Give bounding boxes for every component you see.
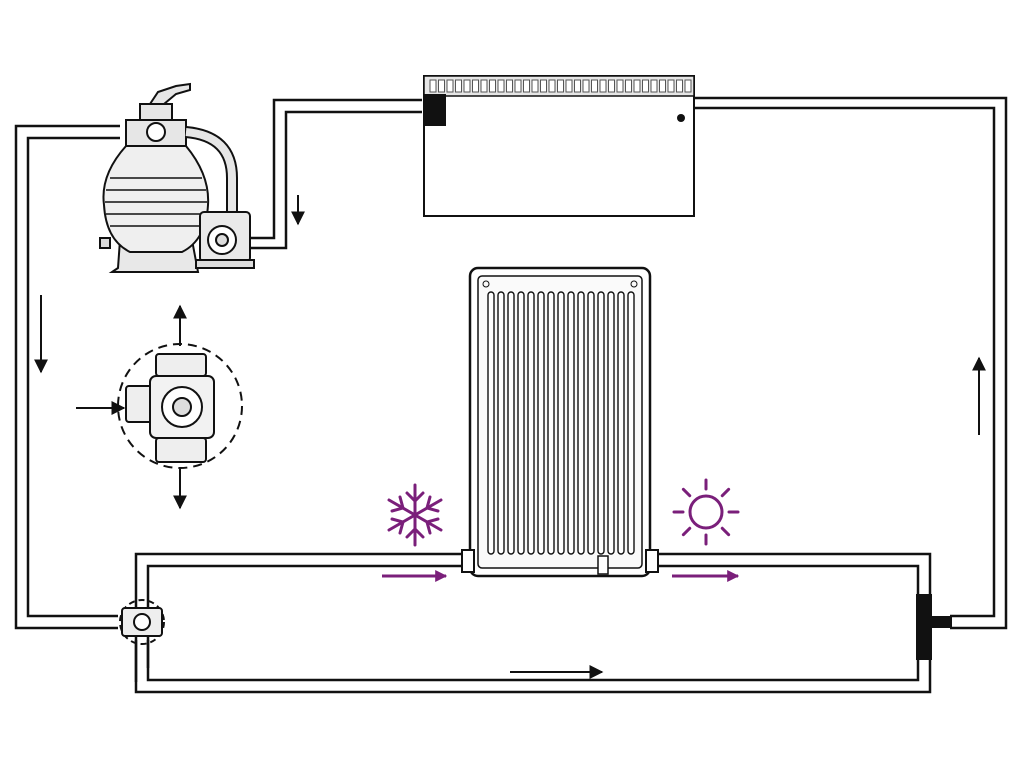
left-pipe [14, 124, 120, 630]
snowflake-icon [387, 483, 443, 547]
skimmer [424, 94, 446, 126]
pump-outlet-pipe [250, 98, 422, 250]
multiport-valve-detail [76, 304, 243, 510]
sun-icon [672, 478, 740, 546]
bottom-pipe [134, 640, 932, 694]
pump [195, 211, 255, 269]
return-inlet [916, 594, 952, 660]
flow-arrows [34, 195, 986, 679]
valve-handle [148, 82, 191, 105]
bypass-valve [119, 599, 165, 645]
return-jet [677, 114, 685, 122]
sand-filter [99, 82, 238, 273]
right-pipe [692, 96, 1008, 630]
pipes [14, 96, 1008, 694]
solar-collector [461, 266, 659, 578]
pool-wall [423, 75, 695, 217]
